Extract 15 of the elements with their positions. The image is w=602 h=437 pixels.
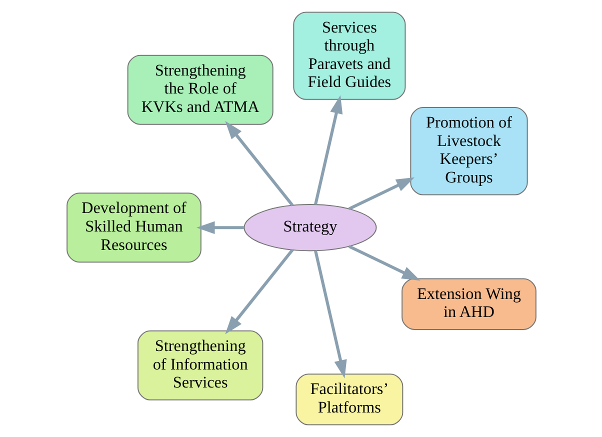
node-box: Facilitators’ Platforms [295, 374, 403, 426]
arrow [314, 250, 346, 378]
node-box: Strengthening the Role of KVKs and ATMA [126, 54, 273, 125]
node-box: Extension Wing in AHD [401, 278, 536, 330]
arrow [196, 221, 244, 234]
arrow [224, 120, 294, 206]
arrow [224, 248, 294, 334]
node-box: Services through Paravets and Field Guides [292, 12, 406, 100]
arrow [348, 177, 414, 210]
arrow [348, 244, 420, 281]
node-box: Promotion of Livestock Keepers’ Groups [410, 107, 528, 196]
node-box: Development of Skilled Human Resources [66, 192, 201, 263]
node-ellipse: Strategy [243, 204, 376, 252]
arrow [314, 95, 342, 205]
node-box: Strengthening of Information Services [136, 330, 263, 400]
